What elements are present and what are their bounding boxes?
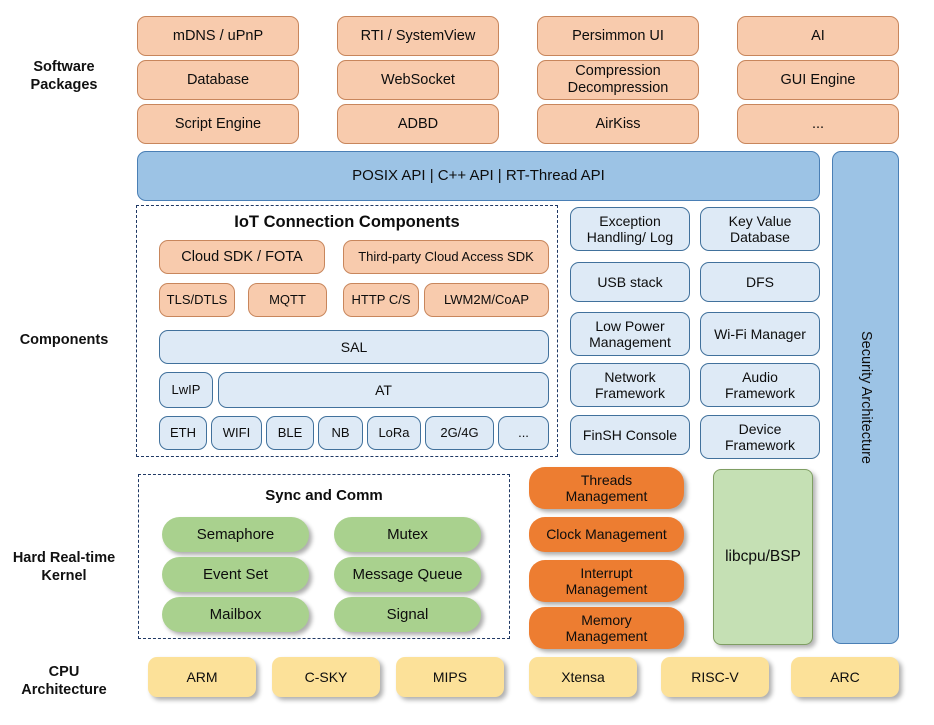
package-more[interactable]: ... bbox=[737, 104, 899, 144]
component-audio-line1: Audio bbox=[742, 368, 778, 385]
package-database[interactable]: Database bbox=[137, 60, 299, 100]
kernel-mailbox[interactable]: Mailbox bbox=[162, 597, 309, 632]
libcpu-bsp-block[interactable]: libcpu/BSP bbox=[713, 469, 813, 645]
package-adbd[interactable]: ADBD bbox=[337, 104, 499, 144]
kernel-interrupt-management[interactable]: Interrupt Management bbox=[529, 560, 684, 602]
row-label-hard-real-time-kernel: Hard Real-time Kernel bbox=[0, 543, 128, 591]
component-key-value-database[interactable]: Key Value Database bbox=[700, 207, 820, 251]
kernel-event-set[interactable]: Event Set bbox=[162, 557, 309, 592]
kernel-interrupt-line1: Interrupt bbox=[580, 564, 633, 581]
security-architecture-bar[interactable]: Security Architecture bbox=[832, 151, 899, 644]
kernel-threads-line1: Threads bbox=[580, 471, 633, 488]
iot-link-ble[interactable]: BLE bbox=[266, 416, 314, 450]
iot-connection-components-group bbox=[136, 205, 558, 457]
cpu-risc-v[interactable]: RISC-V bbox=[661, 657, 769, 697]
package-compression-line1: Compression bbox=[575, 63, 661, 80]
package-websocket[interactable]: WebSocket bbox=[337, 60, 499, 100]
sync-and-comm-title: Sync and Comm bbox=[265, 487, 383, 504]
kernel-memory-line1: Memory bbox=[581, 611, 632, 628]
component-network-line1: Network bbox=[604, 368, 656, 385]
component-audio-line2: Framework bbox=[724, 385, 795, 401]
package-ai[interactable]: AI bbox=[737, 16, 899, 56]
security-architecture-label: Security Architecture bbox=[857, 331, 874, 464]
component-network-line2: Framework bbox=[594, 385, 665, 401]
kernel-memory-management[interactable]: Memory Management bbox=[529, 607, 684, 649]
row-label-software-packages-line1: Software bbox=[33, 58, 95, 75]
iot-link-nb[interactable]: NB bbox=[318, 416, 363, 450]
iot-link-lora[interactable]: LoRa bbox=[367, 416, 421, 450]
kernel-threads-line2: Management bbox=[565, 488, 648, 504]
iot-lwip[interactable]: LwIP bbox=[159, 372, 213, 408]
package-script-engine[interactable]: Script Engine bbox=[137, 104, 299, 144]
iot-cloud-sdk-fota[interactable]: Cloud SDK / FOTA bbox=[159, 240, 325, 274]
component-wifi-manager[interactable]: Wi-Fi Manager bbox=[700, 312, 820, 356]
row-label-software-packages: Software Packages bbox=[0, 50, 128, 102]
component-device-line1: Device bbox=[738, 420, 782, 437]
kernel-interrupt-line2: Management bbox=[565, 581, 648, 597]
kernel-semaphore[interactable]: Semaphore bbox=[162, 517, 309, 552]
iot-connection-components-title: IoT Connection Components bbox=[234, 213, 460, 231]
kernel-clock-management[interactable]: Clock Management bbox=[529, 517, 684, 552]
package-compression-line2: Decompression bbox=[567, 80, 669, 96]
iot-third-party-cloud-access-sdk[interactable]: Third-party Cloud Access SDK bbox=[343, 240, 549, 274]
api-bar[interactable]: POSIX API | C++ API | RT-Thread API bbox=[137, 151, 820, 201]
iot-link-eth[interactable]: ETH bbox=[159, 416, 207, 450]
component-keyvalue-line1: Key Value bbox=[728, 212, 792, 229]
package-rti-systemview[interactable]: RTI / SystemView bbox=[337, 16, 499, 56]
component-dfs[interactable]: DFS bbox=[700, 262, 820, 302]
component-lowpower-line2: Management bbox=[589, 334, 671, 350]
component-usb-stack[interactable]: USB stack bbox=[570, 262, 690, 302]
component-exception-line2: Handling/ Log bbox=[586, 229, 674, 245]
iot-link-more[interactable]: ... bbox=[498, 416, 549, 450]
iot-sal[interactable]: SAL bbox=[159, 330, 549, 364]
package-airkiss[interactable]: AirKiss bbox=[537, 104, 699, 144]
component-low-power-management[interactable]: Low Power Management bbox=[570, 312, 690, 356]
package-compression-decompression[interactable]: Compression Decompression bbox=[537, 60, 699, 100]
component-keyvalue-line2: Database bbox=[730, 229, 790, 245]
row-label-kernel-line2: Kernel bbox=[41, 568, 87, 584]
sync-and-comm-group bbox=[138, 474, 510, 639]
row-label-cpu-line1: CPU bbox=[48, 663, 80, 680]
iot-http-cs[interactable]: HTTP C/S bbox=[343, 283, 419, 317]
kernel-signal[interactable]: Signal bbox=[334, 597, 481, 632]
package-mdns-upnp[interactable]: mDNS / uPnP bbox=[137, 16, 299, 56]
cpu-xtensa[interactable]: Xtensa bbox=[529, 657, 637, 697]
component-network-framework[interactable]: Network Framework bbox=[570, 363, 690, 407]
cpu-mips[interactable]: MIPS bbox=[396, 657, 504, 697]
component-finsh-console[interactable]: FinSH Console bbox=[570, 415, 690, 455]
package-persimmon-ui[interactable]: Persimmon UI bbox=[537, 16, 699, 56]
kernel-memory-line2: Management bbox=[565, 628, 648, 644]
row-label-components: Components bbox=[19, 331, 109, 348]
iot-tls-dtls[interactable]: TLS/DTLS bbox=[159, 283, 235, 317]
component-lowpower-line1: Low Power bbox=[595, 317, 665, 334]
iot-link-2g-4g[interactable]: 2G/4G bbox=[425, 416, 494, 450]
iot-at[interactable]: AT bbox=[218, 372, 549, 408]
kernel-threads-management[interactable]: Threads Management bbox=[529, 467, 684, 509]
component-audio-framework[interactable]: Audio Framework bbox=[700, 363, 820, 407]
cpu-c-sky[interactable]: C-SKY bbox=[272, 657, 380, 697]
kernel-mutex[interactable]: Mutex bbox=[334, 517, 481, 552]
package-gui-engine[interactable]: GUI Engine bbox=[737, 60, 899, 100]
row-label-cpu-architecture: CPU Architecture bbox=[0, 657, 128, 705]
row-label-cpu-line2: Architecture bbox=[21, 682, 107, 698]
iot-lwm2m-coap[interactable]: LWM2M/CoAP bbox=[424, 283, 549, 317]
row-label-software-packages-line2: Packages bbox=[30, 77, 98, 93]
kernel-message-queue[interactable]: Message Queue bbox=[334, 557, 481, 592]
component-device-line2: Framework bbox=[724, 437, 795, 453]
component-exception-line1: Exception bbox=[599, 212, 661, 229]
row-label-kernel-line1: Hard Real-time bbox=[12, 549, 116, 566]
cpu-arc[interactable]: ARC bbox=[791, 657, 899, 697]
iot-mqtt[interactable]: MQTT bbox=[248, 283, 327, 317]
component-exception-handling-log[interactable]: Exception Handling/ Log bbox=[570, 207, 690, 251]
iot-link-wifi[interactable]: WIFI bbox=[211, 416, 262, 450]
cpu-arm[interactable]: ARM bbox=[148, 657, 256, 697]
component-device-framework[interactable]: Device Framework bbox=[700, 415, 820, 459]
